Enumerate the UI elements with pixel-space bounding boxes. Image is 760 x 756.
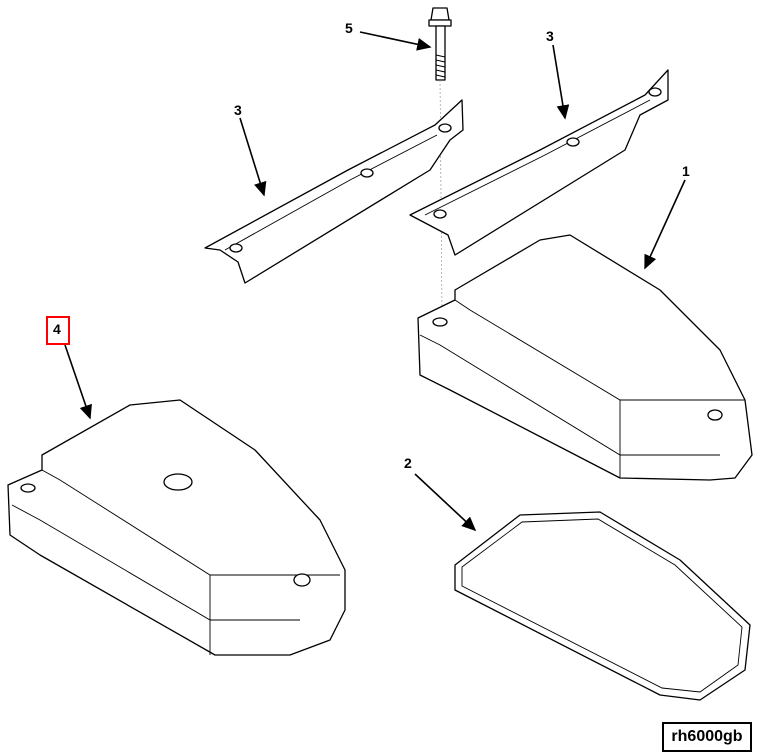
- cover-left: [7, 399, 346, 656]
- bolt: [428, 7, 452, 311]
- callout-4: 4: [53, 321, 61, 337]
- callout-5: 5: [345, 20, 353, 36]
- leader-lines: [64, 31, 686, 532]
- callout-3-right: 3: [546, 28, 554, 44]
- cover-right: [417, 234, 753, 481]
- callout-2: 2: [404, 455, 412, 471]
- callout-3-left: 3: [234, 102, 242, 118]
- gasket-strip-left: [204, 99, 464, 284]
- gasket-seal: [454, 511, 751, 701]
- reference-code-label: rh6000gb: [662, 722, 752, 752]
- callout-4-highlight-box: [46, 316, 70, 345]
- gasket-strip-right: [409, 69, 669, 256]
- callout-1: 1: [682, 163, 690, 179]
